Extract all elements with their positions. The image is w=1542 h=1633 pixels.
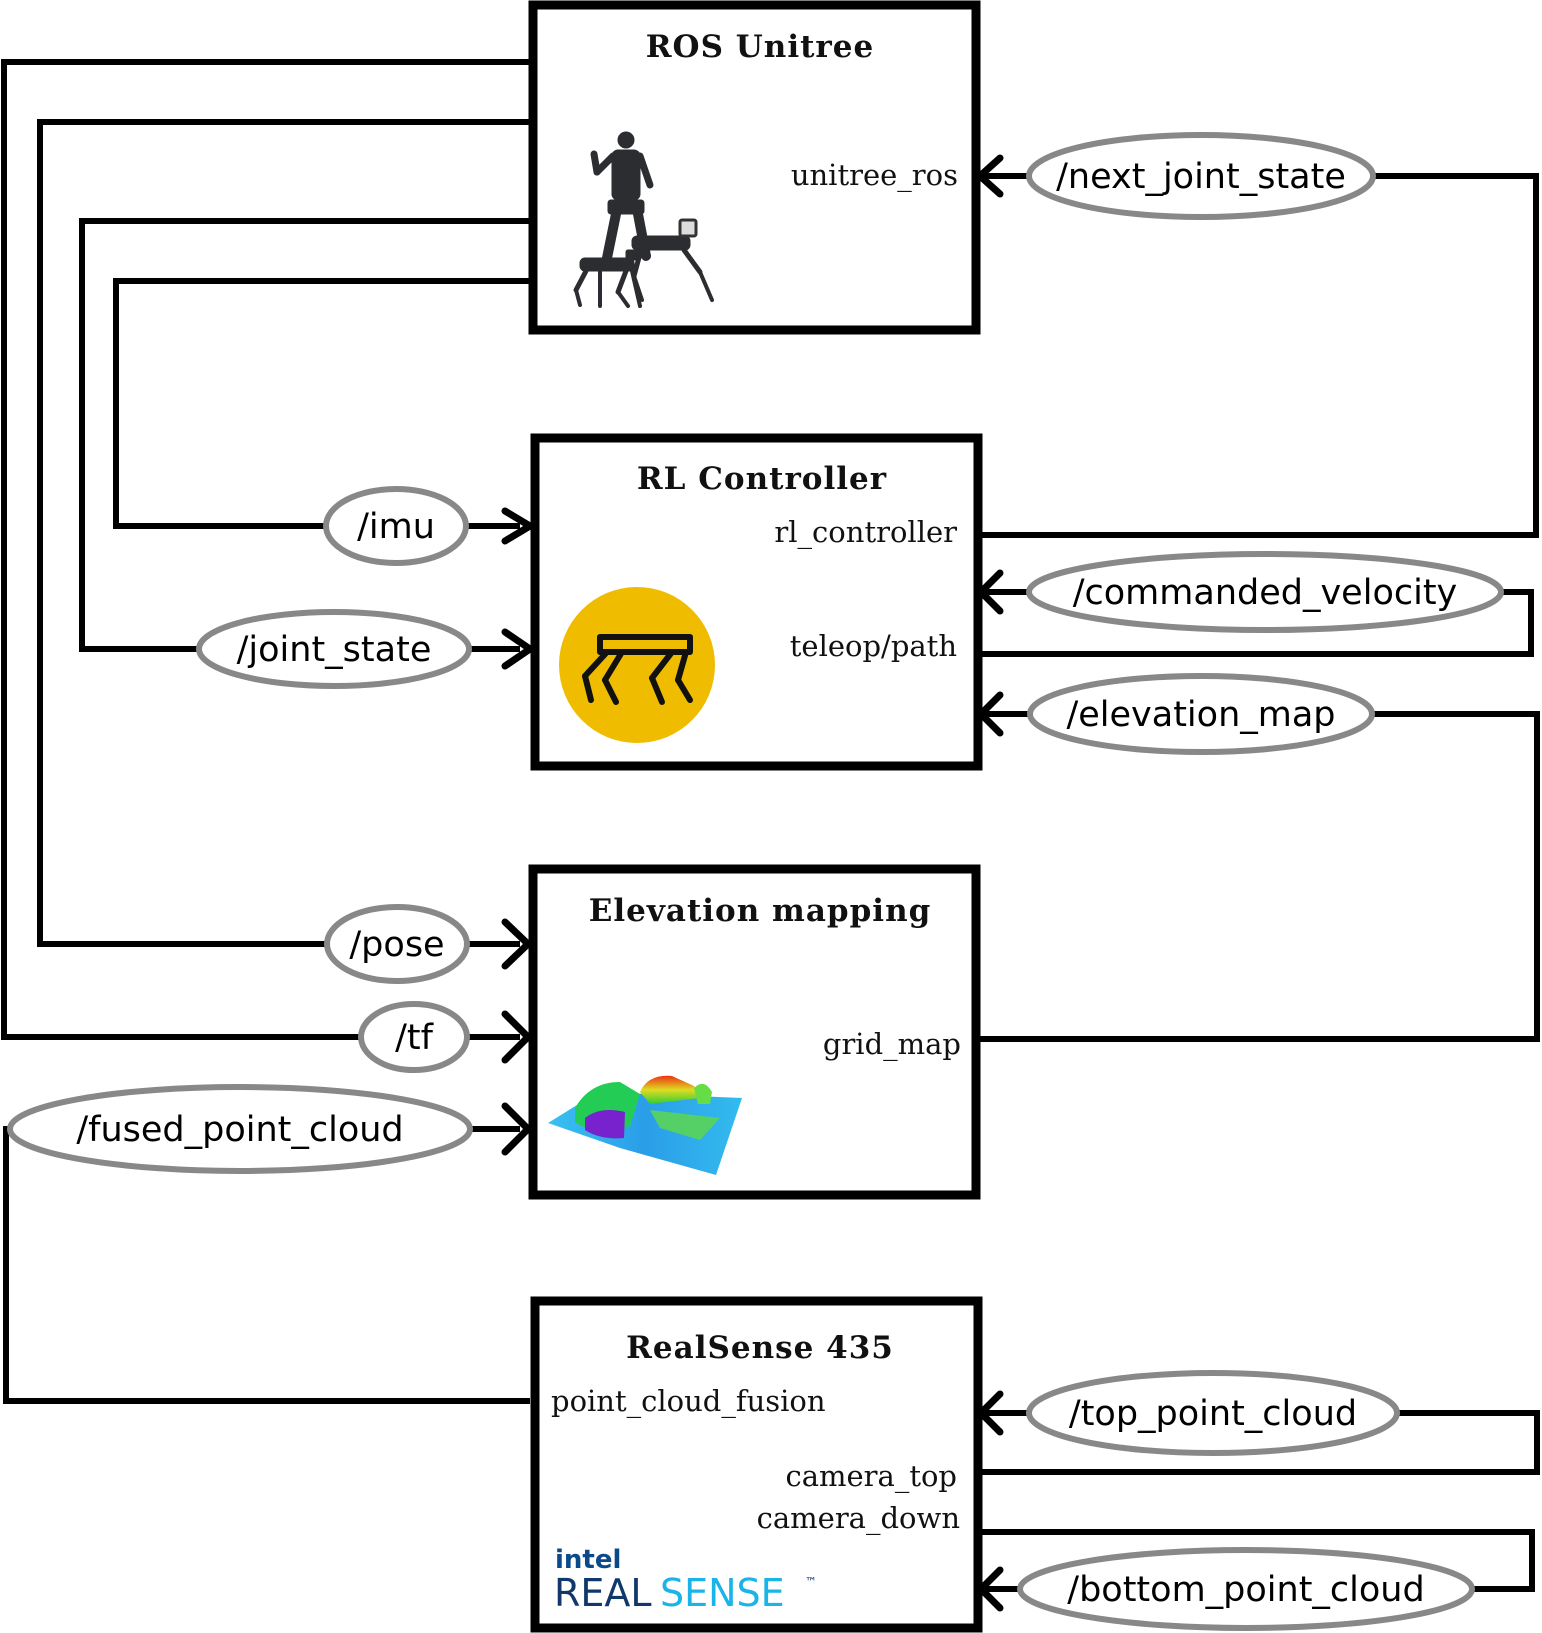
node-item-grid-map: grid_map (823, 1027, 961, 1062)
robot-dog-icon (559, 587, 715, 743)
node-item-rl-controller: rl_controller (774, 515, 957, 550)
arrowhead-elevation-map (977, 691, 1004, 737)
arrowhead-next-joint-state (976, 154, 1004, 198)
topics: /next_joint_state /imu /joint_state /com… (7, 132, 1504, 1631)
topic-label: /next_joint_state (1056, 157, 1346, 197)
node-title: RealSense 435 (626, 1330, 894, 1366)
arrowhead-fused-point-cloud (501, 1102, 532, 1156)
topic-label: /top_point_cloud (1069, 1394, 1357, 1434)
unitree-robots-photo-icon (573, 131, 714, 308)
topic-ellipse (1027, 673, 1375, 755)
arrowhead-imu (501, 507, 534, 545)
wire-next-joint-state (980, 173, 1539, 538)
node-realsense: RealSense 435 point_cloud_fusion camera_… (530, 1296, 983, 1633)
topic-label: /elevation_map (1066, 695, 1335, 735)
topic-commanded-velocity: /commanded_velocity (1026, 551, 1504, 633)
node-ros-unitree: ROS Unitree unitree_ros (528, 0, 981, 335)
topic-ellipse (358, 1001, 470, 1073)
topic-bottom-point-cloud: /bottom_point_cloud (1017, 1547, 1475, 1631)
topic-joint-state: /joint_state (196, 609, 472, 689)
topic-label: /tf (395, 1018, 434, 1058)
arrowhead-joint-state (501, 628, 534, 670)
arrowhead-bottom-point-cloud (977, 1566, 1004, 1612)
arrowhead-commanded-velocity (977, 569, 1004, 615)
elevation-map-icon (548, 1075, 742, 1175)
topic-ellipse (1017, 1547, 1475, 1631)
node-item-unitree-ros: unitree_ros (791, 158, 958, 193)
node-item-teleop-path: teleop/path (790, 629, 957, 663)
wire-elevation-map (980, 711, 1540, 1042)
topic-ellipse (1026, 551, 1504, 633)
arrowhead-tf (501, 1010, 532, 1064)
node-box (530, 1296, 983, 1633)
topic-ellipse (196, 609, 472, 689)
logo-intel-text: intel (555, 1545, 621, 1575)
topic-pose: /pose (324, 904, 470, 984)
topic-elevation-map: /elevation_map (1027, 673, 1375, 755)
node-item-camera-top: camera_top (785, 1459, 957, 1494)
node-item-point-cloud-fusion: point_cloud_fusion (551, 1384, 826, 1419)
node-elevation-mapping: Elevation mapping grid_map (528, 864, 981, 1200)
topic-ellipse (324, 904, 470, 984)
node-rl-controller: RL Controller rl_controller teleop/path (530, 433, 983, 771)
logo-sense-text: SENSE (660, 1571, 785, 1615)
logo-real-text: REAL (554, 1571, 652, 1615)
topic-ellipse (1026, 132, 1376, 220)
topic-ellipse (1026, 1370, 1400, 1456)
topic-fused-point-cloud: /fused_point_cloud (7, 1084, 473, 1174)
topic-label: /pose (349, 925, 444, 965)
wire-imu (113, 278, 530, 529)
node-item-camera-down: camera_down (757, 1501, 960, 1536)
intel-realsense-logo: intel REAL SENSE ™ (554, 1545, 817, 1615)
topic-label: /bottom_point_cloud (1067, 1570, 1424, 1610)
topic-imu: /imu (323, 486, 469, 566)
wire-pose (37, 119, 530, 947)
arrowhead-pose (501, 918, 532, 970)
wire-tf (1, 59, 530, 1040)
node-box (528, 0, 981, 335)
topic-label: /joint_state (237, 630, 432, 670)
topic-tf: /tf (358, 1001, 470, 1073)
topic-ellipse (323, 486, 469, 566)
topic-ellipse (7, 1084, 473, 1174)
arrowhead-top-point-cloud (977, 1390, 1004, 1436)
node-title: ROS Unitree (646, 29, 874, 65)
logo-tm-text: ™ (805, 1575, 817, 1589)
node-title: Elevation mapping (589, 893, 932, 929)
wire-joint-state (79, 218, 530, 652)
topic-top-point-cloud: /top_point_cloud (1026, 1370, 1400, 1456)
topic-label: /imu (357, 507, 435, 547)
node-title: RL Controller (637, 461, 887, 497)
arrowheads (501, 154, 1004, 1612)
topic-next-joint-state: /next_joint_state (1026, 132, 1376, 220)
topic-label: /commanded_velocity (1073, 573, 1458, 613)
topic-label: /fused_point_cloud (76, 1110, 403, 1150)
